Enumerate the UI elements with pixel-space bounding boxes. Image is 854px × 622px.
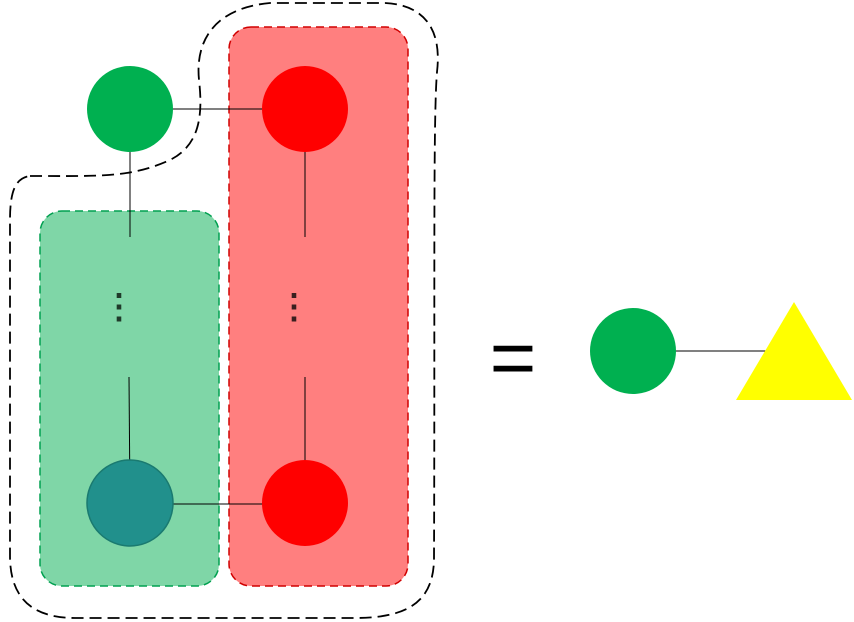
ellipsis-red-column: ⋮ [277,288,311,326]
red-column-box [228,26,409,587]
green-node-top [87,66,173,152]
ellipsis-green-column: ⋮ [102,288,136,326]
green-node-result [590,308,676,394]
teal-node-bottom [86,459,174,547]
yellow-triangle-result [736,302,852,400]
equals-sign: = [490,313,537,402]
red-node-top [262,66,348,152]
red-node-bottom [262,460,348,546]
dashed-enclosure [9,2,439,619]
